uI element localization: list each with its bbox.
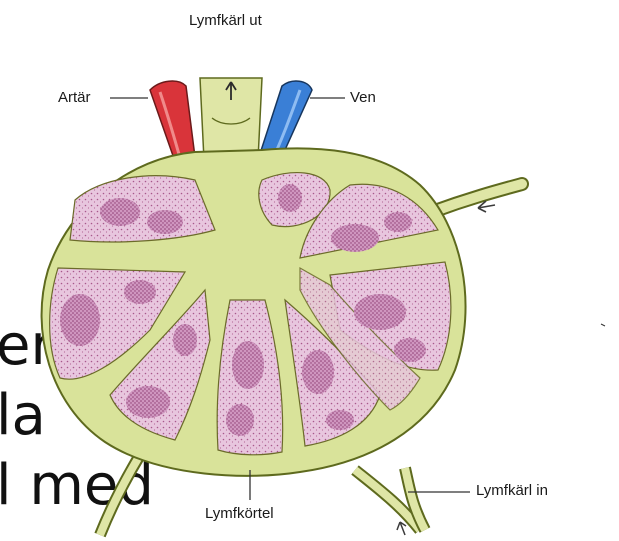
label-vein: Ven — [350, 89, 376, 106]
label-artery: Artär — [58, 89, 91, 106]
stray-mark — [601, 324, 605, 326]
label-lymph-vessel-in: Lymfkärl in — [476, 482, 548, 499]
vessel-bottom-left — [100, 455, 140, 535]
afferent-vessel-right — [432, 184, 522, 212]
label-lymph-node: Lymfkörtel — [205, 505, 274, 522]
label-lymph-vessel-out: Lymfkärl ut — [189, 12, 262, 29]
afferent-vessel-bottom-right — [355, 468, 425, 535]
lobule-top-left — [70, 176, 215, 242]
